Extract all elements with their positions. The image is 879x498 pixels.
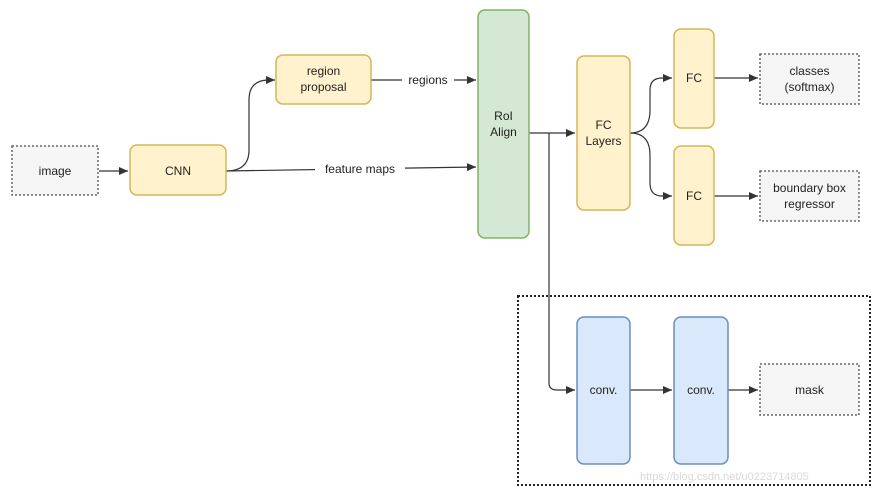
svg-text:FC: FC bbox=[686, 189, 702, 203]
mask-branch-container bbox=[517, 295, 871, 486]
svg-text:FC: FC bbox=[686, 71, 702, 85]
node-fc-top: FC bbox=[673, 28, 715, 129]
svg-text:RoI: RoI bbox=[494, 109, 513, 123]
svg-text:FC: FC bbox=[596, 118, 612, 132]
svg-text:conv.: conv. bbox=[590, 383, 618, 397]
node-boundary-box-regressor: boundary box regressor bbox=[759, 170, 860, 222]
svg-text:conv.: conv. bbox=[687, 383, 715, 397]
edge-cnn-region-proposal bbox=[225, 76, 275, 172]
svg-text:classes: classes bbox=[789, 64, 829, 78]
node-roi-align: RoI Align bbox=[477, 9, 530, 239]
svg-text:Layers: Layers bbox=[585, 134, 621, 148]
edge-roi-conv bbox=[548, 133, 575, 394]
watermark: https://blog.csdn.net/u0223714805 bbox=[640, 471, 809, 483]
svg-text:Align: Align bbox=[490, 125, 517, 139]
node-image: image bbox=[11, 145, 99, 196]
svg-text:(softmax): (softmax) bbox=[784, 80, 834, 94]
svg-text:mask: mask bbox=[795, 383, 825, 397]
svg-text:region: region bbox=[307, 64, 340, 78]
node-mask: mask bbox=[759, 363, 860, 416]
node-fc-bottom: FC bbox=[673, 145, 715, 246]
edge-fc-layers-fc-top bbox=[629, 74, 672, 134]
svg-text:regressor: regressor bbox=[784, 197, 835, 211]
node-conv-2: conv. bbox=[673, 316, 729, 465]
node-fc-layers: FC Layers bbox=[576, 55, 631, 211]
edge-label-regions: regions bbox=[408, 73, 447, 87]
node-classes: classes (softmax) bbox=[759, 53, 860, 105]
node-cnn: CNN bbox=[129, 144, 227, 196]
svg-text:image: image bbox=[39, 164, 72, 178]
edge-label-feature-maps: feature maps bbox=[325, 162, 395, 176]
node-region-proposal: region proposal bbox=[275, 54, 372, 105]
edge-fc-layers-fc-bottom bbox=[629, 132, 672, 200]
svg-text:boundary box: boundary box bbox=[773, 181, 846, 195]
node-conv-1: conv. bbox=[576, 316, 631, 465]
svg-text:CNN: CNN bbox=[165, 164, 191, 178]
svg-text:proposal: proposal bbox=[300, 80, 346, 94]
